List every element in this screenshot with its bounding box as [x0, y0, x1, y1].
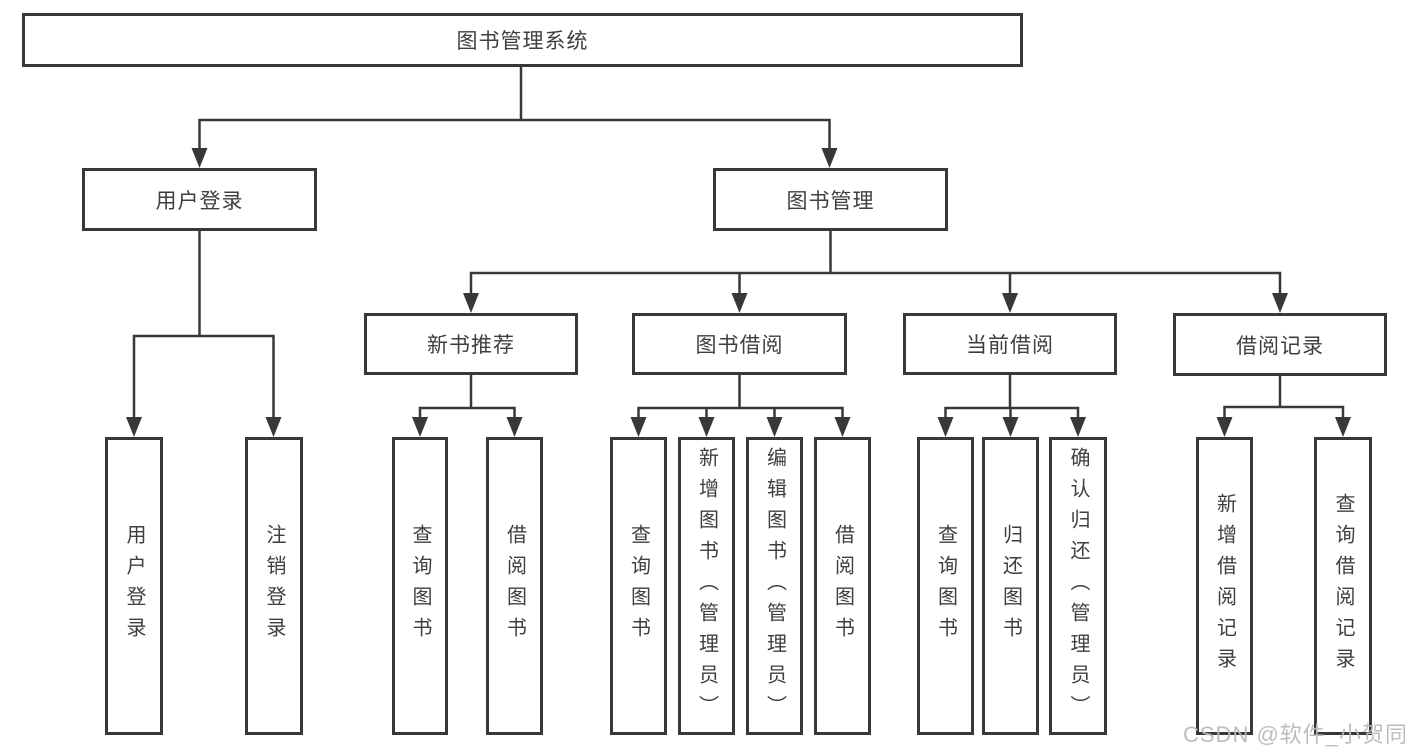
leaf-edit-books-admin: 编辑图书（管理员） [746, 437, 803, 735]
leaf-add-books-admin: 新增图书（管理员） [678, 437, 735, 735]
node-new-book-recommendation: 新书推荐 [364, 313, 578, 375]
node-user-login: 用户登录 [82, 168, 317, 231]
leaf-query-books-borrow: 查询图书 [610, 437, 667, 735]
leaf-confirm-return-admin: 确认归还（管理员） [1049, 437, 1107, 735]
leaf-label: 查询图书 [934, 524, 957, 648]
leaf-return-books: 归还图书 [982, 437, 1039, 735]
leaf-label: 归还图书 [999, 524, 1022, 648]
node-current-borrowing: 当前借阅 [903, 313, 1117, 375]
leaf-borrow-books: 借阅图书 [814, 437, 871, 735]
leaf-label: 新增借阅记录 [1213, 493, 1236, 679]
leaf-label: 借阅图书 [831, 524, 854, 648]
leaf-label: 查询借阅记录 [1332, 493, 1354, 679]
leaf-query-borrow-record: 查询借阅记录 [1314, 437, 1372, 735]
leaf-query-books-recommend: 查询图书 [392, 437, 448, 735]
leaf-query-books-current: 查询图书 [917, 437, 974, 735]
leaf-label: 注销登录 [263, 524, 285, 648]
leaf-label: 借阅图书 [503, 524, 526, 648]
leaf-label: 查询图书 [627, 524, 650, 648]
node-book-borrowing: 图书借阅 [632, 313, 847, 375]
node-library-management-system: 图书管理系统 [22, 13, 1023, 67]
leaf-label: 新增图书（管理员） [695, 446, 718, 726]
leaf-logout: 注销登录 [245, 437, 303, 735]
leaf-label: 查询图书 [409, 524, 431, 648]
csdn-watermark: CSDN @软件_小贺同学 [1183, 722, 1405, 747]
leaf-label: 编辑图书（管理员） [763, 446, 786, 726]
leaf-add-borrow-record: 新增借阅记录 [1196, 437, 1253, 735]
leaf-label: 用户登录 [123, 524, 145, 648]
node-borrowing-records: 借阅记录 [1173, 313, 1387, 376]
node-book-management: 图书管理 [713, 168, 948, 231]
leaf-label: 确认归还（管理员） [1067, 446, 1089, 726]
leaf-borrow-books-recommend: 借阅图书 [486, 437, 543, 735]
leaf-user-login: 用户登录 [105, 437, 163, 735]
